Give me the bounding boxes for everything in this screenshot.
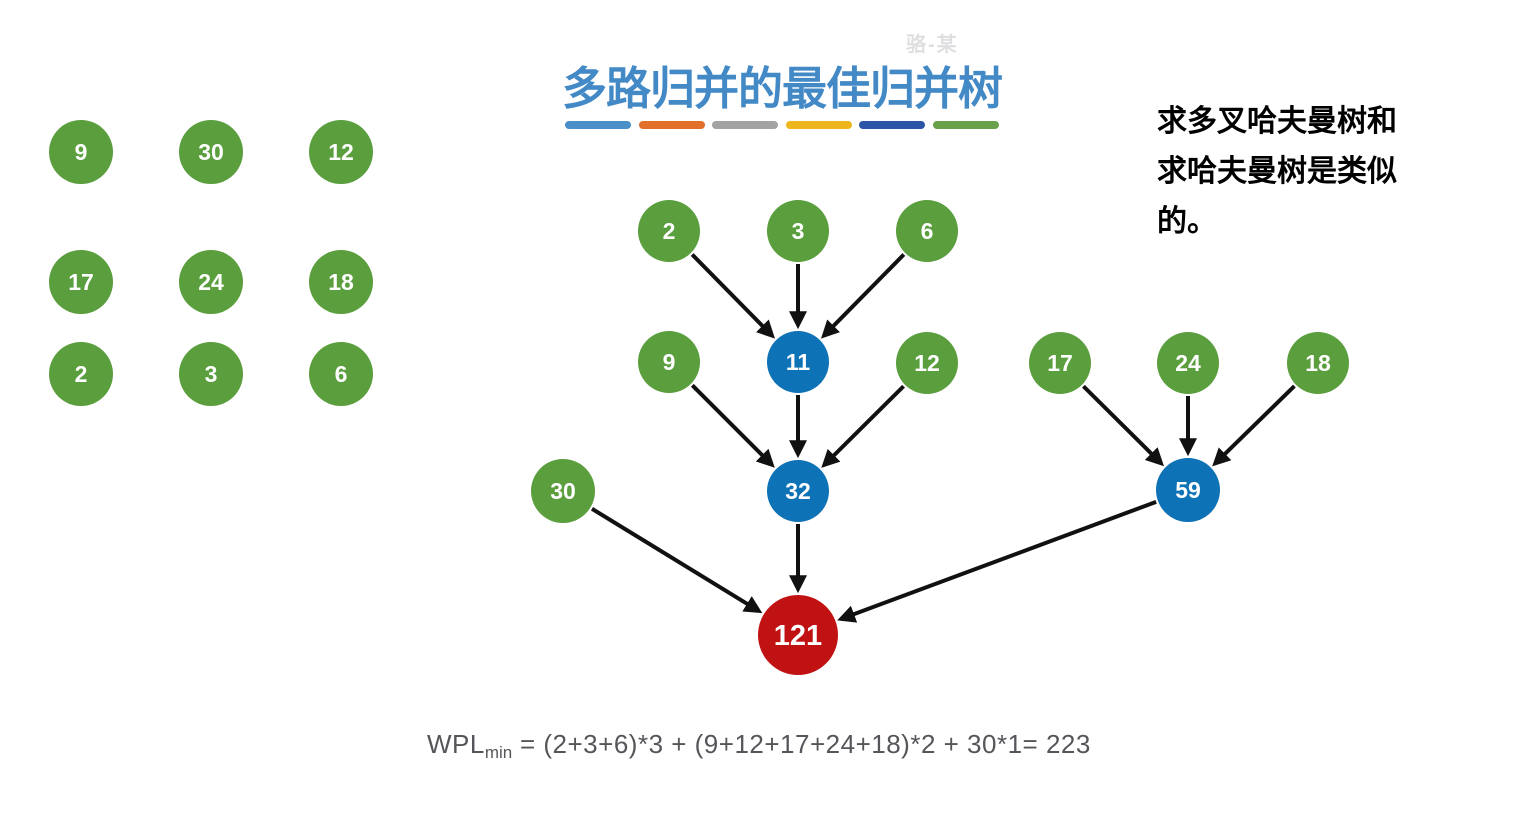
wpl-subscript: min <box>484 743 513 762</box>
pool-node-12-circle <box>309 120 373 184</box>
tree-node-3: 3 <box>767 200 829 262</box>
side-note-line: 求多叉哈夫曼树和 <box>1157 105 1397 138</box>
tree-node-11-label: 11 <box>786 349 811 375</box>
tree-node-24-circle <box>1157 332 1219 394</box>
pool-node-2: 2 <box>49 342 113 406</box>
tree-node-12-circle <box>896 332 958 394</box>
tree-node-18-circle <box>1287 332 1349 394</box>
wpl-expression: = (2+3+6)*3 + (9+12+17+24+18)*2 + 30*1= … <box>512 729 1091 759</box>
pool-node-18-label: 18 <box>328 269 354 295</box>
tree-node-17-label: 17 <box>1047 350 1073 376</box>
edge-17-59 <box>1082 384 1165 467</box>
tree-node-9: 9 <box>638 331 700 393</box>
tree-node-2: 2 <box>638 200 700 262</box>
watermark: 骆-某 <box>906 34 959 56</box>
pool-node-17: 17 <box>49 250 113 314</box>
tree-node-6-circle <box>896 200 958 262</box>
tree-node-18-label: 18 <box>1305 350 1331 376</box>
tree-node-32-label: 32 <box>785 478 811 504</box>
side-note-line: 求哈夫曼树是类似 <box>1157 155 1397 188</box>
pool-node-30: 30 <box>179 120 243 184</box>
edge-2-11 <box>690 253 775 339</box>
pool-node-9-label: 9 <box>75 139 88 165</box>
pool-node-12-label: 12 <box>328 139 354 165</box>
pool-node-30-label: 30 <box>198 139 224 165</box>
title-bar-5 <box>859 121 926 129</box>
edge-6-11 <box>821 253 906 339</box>
pool-node-30-circle <box>179 120 243 184</box>
tree-node-2-circle <box>638 200 700 262</box>
tree-node-121-label: 121 <box>774 620 822 652</box>
pool-node-9-circle <box>49 120 113 184</box>
page-title: 多路归并的最佳归并树 <box>561 63 1003 114</box>
tree-node-2-label: 2 <box>663 218 676 244</box>
tree-node-59-label: 59 <box>1175 477 1201 503</box>
pool-node-18-circle <box>309 250 373 314</box>
side-note-line: 的。 <box>1157 205 1217 238</box>
tree-node-11: 11 <box>767 331 829 393</box>
tree-node-3-circle <box>767 200 829 262</box>
edge-18-59 <box>1212 384 1296 467</box>
pool-node-18: 18 <box>309 250 373 314</box>
tree-node-9-label: 9 <box>663 349 676 375</box>
edge-59-121 <box>837 499 1157 623</box>
tree-node-30-label: 30 <box>550 478 576 504</box>
edge-9-32 <box>690 383 775 468</box>
pool-node-3-circle <box>179 342 243 406</box>
side-note: 求多叉哈夫曼树和 求哈夫曼树是类似 的。 <box>1157 97 1497 247</box>
tree-node-9-circle <box>638 331 700 393</box>
pool-node-24-circle <box>179 250 243 314</box>
title-bar-6 <box>932 121 999 129</box>
tree-node-24-label: 24 <box>1175 350 1201 376</box>
pool-node-6: 6 <box>309 342 373 406</box>
tree-node-3-label: 3 <box>792 218 805 244</box>
title-bar-2 <box>638 121 705 129</box>
tree-node-6-label: 6 <box>921 218 934 244</box>
title-bar-1 <box>565 121 631 129</box>
tree-node-121: 121 <box>758 595 838 675</box>
edge-12-32 <box>821 384 905 468</box>
tree-node-6: 6 <box>896 200 958 262</box>
pool-node-12: 12 <box>309 120 373 184</box>
title-bar-3 <box>712 121 779 129</box>
tree-node-12: 12 <box>896 332 958 394</box>
tree-node-18: 18 <box>1287 332 1349 394</box>
tree-node-17: 17 <box>1029 332 1091 394</box>
pool-node-9: 9 <box>49 120 113 184</box>
edge-30-121 <box>590 507 763 614</box>
tree-node-121-circle <box>758 595 838 675</box>
pool-node-6-circle <box>309 342 373 406</box>
pool-node-2-circle <box>49 342 113 406</box>
tree-node-30: 30 <box>531 459 595 523</box>
tree-node-11-circle <box>767 331 829 393</box>
tree-node-59-circle <box>1156 458 1220 522</box>
title-underline-bars <box>565 121 999 129</box>
pool-node-2-label: 2 <box>75 361 88 387</box>
pool-node-3: 3 <box>179 342 243 406</box>
tree-node-17-circle <box>1029 332 1091 394</box>
tree-node-30-circle <box>531 459 595 523</box>
pool-node-6-label: 6 <box>335 361 348 387</box>
pool-node-17-label: 17 <box>68 269 94 295</box>
tree-node-59: 59 <box>1156 458 1220 522</box>
pool-node-24: 24 <box>179 250 243 314</box>
pool-node-17-circle <box>49 250 113 314</box>
tree-node-24: 24 <box>1157 332 1219 394</box>
tree-node-32-circle <box>767 460 829 522</box>
title-bar-4 <box>785 121 852 129</box>
pool-node-24-label: 24 <box>198 269 224 295</box>
tree-node-12-label: 12 <box>914 350 940 376</box>
wpl-formula: WPLmin = (2+3+6)*3 + (9+12+17+24+18)*2 +… <box>427 729 1091 763</box>
tree-node-32: 32 <box>767 460 829 522</box>
pool-node-3-label: 3 <box>205 361 218 387</box>
wpl-label: WPL <box>427 729 485 759</box>
